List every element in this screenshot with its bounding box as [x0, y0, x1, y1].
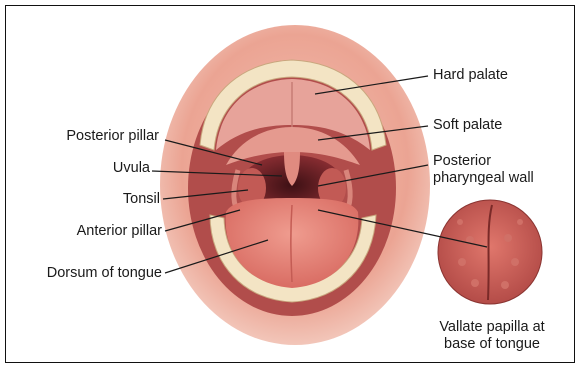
label-vallate-papilla-line2: base of tongue — [430, 336, 554, 353]
label-tonsil: Tonsil — [123, 191, 160, 208]
label-dorsum-of-tongue: Dorsum of tongue — [47, 265, 162, 282]
label-posterior-pharyngeal-wall-line1: Posterior — [433, 153, 491, 170]
label-hard-palate: Hard palate — [433, 67, 508, 84]
label-vallate-papilla-line1: Vallate papilla at — [430, 319, 554, 336]
label-uvula: Uvula — [113, 160, 150, 177]
label-posterior-pillar: Posterior pillar — [66, 128, 159, 145]
label-anterior-pillar: Anterior pillar — [77, 223, 162, 240]
label-posterior-pharyngeal-wall-line2: pharyngeal wall — [433, 170, 534, 187]
label-soft-palate: Soft palate — [433, 117, 502, 134]
